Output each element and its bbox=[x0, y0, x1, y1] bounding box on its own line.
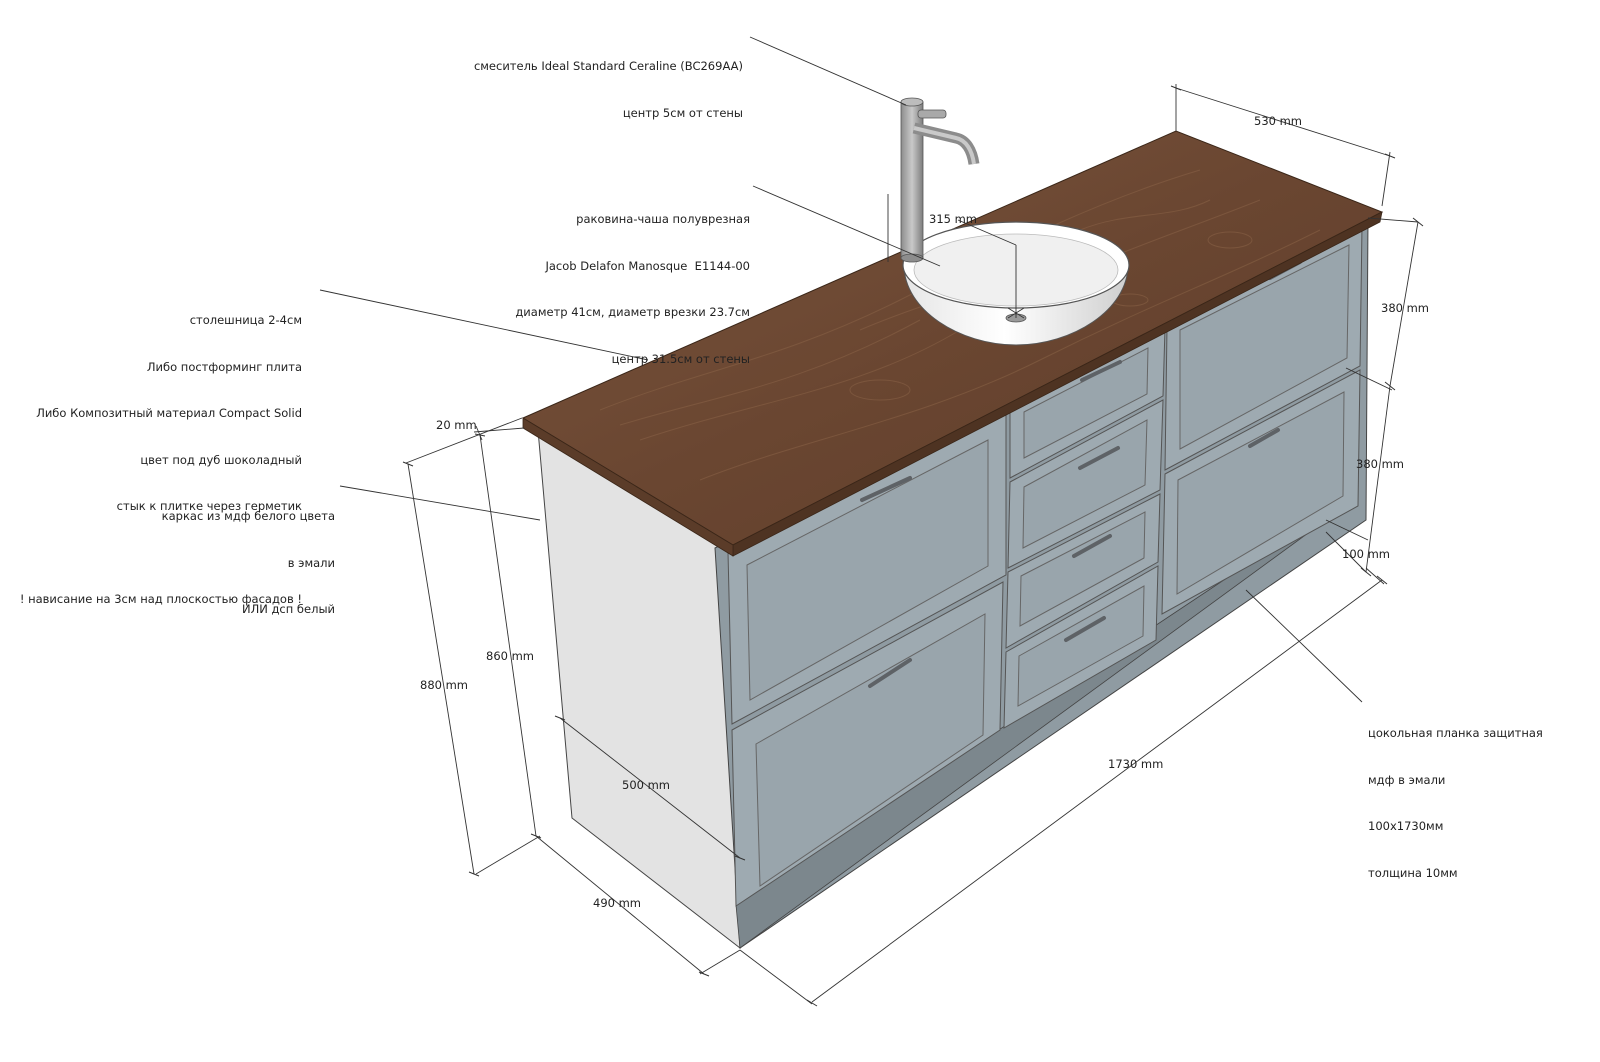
plinth-line-2: мдф в эмали bbox=[1368, 772, 1446, 787]
sink-line-1: раковина-чаша полуврезная bbox=[576, 212, 750, 226]
faucet-annotation: смеситель Ideal Standard Ceraline (BC269… bbox=[474, 28, 743, 137]
plinth-line-4: толщина 10мм bbox=[1368, 865, 1458, 880]
drawer-mid-4-panel bbox=[1017, 585, 1145, 707]
carcass-line-2: в эмали bbox=[287, 555, 335, 570]
drawer-left-upper-panel bbox=[746, 439, 989, 701]
countertop-side-edge bbox=[522, 417, 734, 557]
countertop-line-7: ! нависание на 3см над плоскостью фасадо… bbox=[19, 592, 302, 606]
dim-upper-drawer: 380 mm bbox=[1381, 301, 1430, 315]
dim-inner-depth: 500 mm bbox=[622, 778, 671, 792]
dim-sink-offset: 315 mm bbox=[929, 212, 978, 226]
dim-height-860: 860 mm bbox=[486, 649, 535, 663]
dim-height-880: 880 mm bbox=[420, 678, 469, 692]
drawer-right-lower-panel bbox=[1176, 391, 1345, 595]
sink-annotation: раковина-чаша полуврезная Jacob Delafon … bbox=[515, 181, 750, 383]
drawer-mid-3-panel bbox=[1019, 511, 1146, 627]
plinth-line-1: цокольная планка защитная bbox=[1368, 726, 1543, 740]
leader-lines bbox=[319, 36, 1363, 703]
dimension-ticks bbox=[402, 85, 1424, 1007]
dim-plinth-height: 100 mm bbox=[1342, 547, 1391, 561]
plinth-annotation: цокольная планка защитная мдф в эмали 10… bbox=[1368, 695, 1543, 897]
sink-line-4: центр 31.5см от стены bbox=[611, 351, 750, 366]
dim-overhang: 20 mm bbox=[436, 418, 477, 432]
countertop-annotation: столешница 2-4см Либо постформинг плита … bbox=[20, 282, 302, 623]
drawer-left-lower-panel bbox=[755, 613, 986, 887]
drawer-mid-2-panel bbox=[1022, 419, 1148, 549]
countertop-line-4: цвет под дуб шоколадный bbox=[140, 452, 302, 467]
sink-line-3: диаметр 41см, диаметр врезки 23.7см bbox=[515, 305, 750, 319]
countertop-line-2: Либо постформинг плита bbox=[146, 359, 302, 374]
faucet bbox=[900, 97, 980, 263]
dim-lower-drawer: 380 mm bbox=[1356, 457, 1405, 471]
countertop-line-3: Либо Композитный материал Compact Solid bbox=[36, 406, 302, 420]
dim-length: 1730 mm bbox=[1108, 757, 1164, 771]
sink-line-2: Jacob Delafon Manosque E1144-00 bbox=[545, 258, 750, 273]
dim-carcass-depth: 490 mm bbox=[593, 896, 642, 910]
countertop-line-1: столешница 2-4см bbox=[189, 313, 302, 327]
drawer-right-upper-panel bbox=[1179, 244, 1350, 450]
faucet-line-2: центр 5см от стены bbox=[622, 105, 743, 120]
carcass-annotation: каркас из мдф белого цвета в эмали ИЛИ д… bbox=[162, 478, 335, 633]
dim-depth-top: 530 mm bbox=[1254, 114, 1303, 128]
faucet-line-1: смеситель Ideal Standard Ceraline (BC269… bbox=[473, 59, 743, 73]
carcass-line-3: ИЛИ дсп белый bbox=[241, 602, 335, 616]
dimension-lines bbox=[405, 84, 1419, 1005]
carcass-line-1: каркас из мдф белого цвета bbox=[161, 509, 335, 523]
countertop-line-5: стык к плитке через герметик bbox=[116, 499, 302, 513]
plinth-line-3: 100х1730мм bbox=[1368, 819, 1444, 833]
